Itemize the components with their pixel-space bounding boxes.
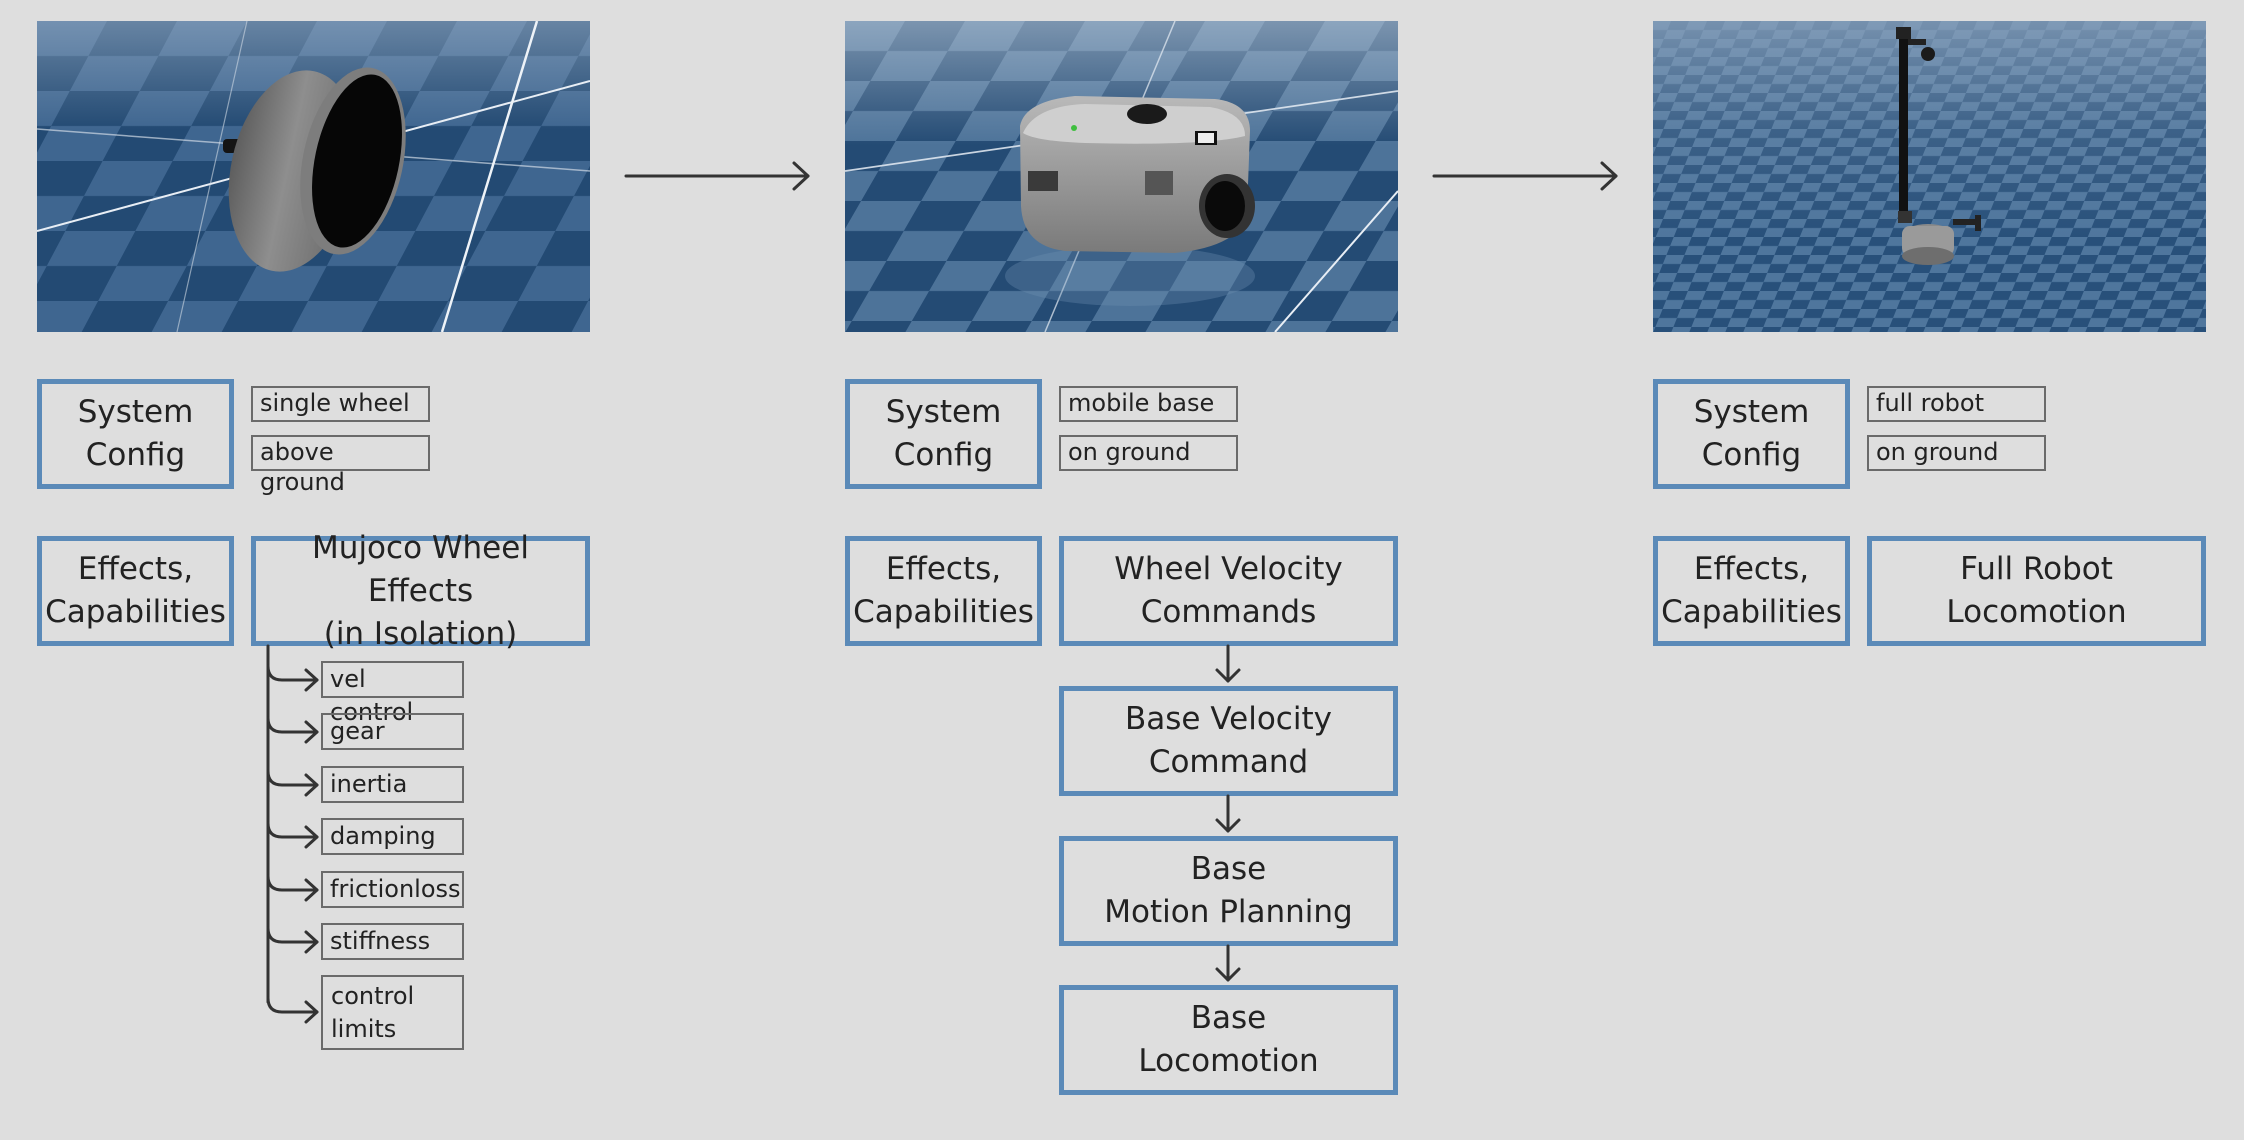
full-robot-locomotion-box: Full Robot Locomotion	[1867, 536, 2206, 646]
effects-capabilities-label: Effects, Capabilities	[37, 536, 234, 646]
config-tag-full-robot: full robot	[1867, 386, 2046, 422]
effects-capabilities-label: Effects, Capabilities	[845, 536, 1042, 646]
mobile-base-scene-image	[845, 21, 1398, 332]
config-tag-on-ground: on ground	[1867, 435, 2046, 471]
wheel-scene-image	[37, 21, 590, 332]
full-robot-scene-image	[1653, 21, 2206, 332]
system-config-label: System Config	[1653, 379, 1850, 489]
base-locomotion-box: Base Locomotion	[1059, 985, 1398, 1095]
config-tag-on-ground: on ground	[1059, 435, 1238, 471]
wheel-effects-tree	[266, 644, 319, 1024]
arrow-base-to-robot	[1432, 161, 1618, 191]
config-tag-mobile-base: mobile base	[1059, 386, 1238, 422]
base-motion-planning-box: Base Motion Planning	[1059, 836, 1398, 946]
system-config-label: System Config	[37, 379, 234, 489]
sub-item-gear: gear	[321, 713, 464, 750]
sub-item-control-limits: control limits	[321, 975, 464, 1050]
sub-item-damping: damping	[321, 818, 464, 855]
config-tag-above-ground: above ground	[251, 435, 430, 496]
config-tag-single-wheel: single wheel	[251, 386, 430, 422]
sub-item-vel-control: vel control	[321, 661, 464, 726]
mujoco-wheel-effects-box: Mujoco Wheel Effects (in Isolation)	[251, 530, 590, 652]
effects-capabilities-label: Effects, Capabilities	[1653, 536, 1850, 646]
arrow-wheel-to-base	[624, 161, 810, 191]
base-velocity-command-box: Base Velocity Command	[1059, 686, 1398, 796]
sub-item-stiffness: stiffness	[321, 923, 464, 960]
sub-item-inertia: inertia	[321, 766, 464, 803]
system-config-label: System Config	[845, 379, 1042, 489]
wheel-velocity-commands-box: Wheel Velocity Commands	[1059, 536, 1398, 646]
sub-item-frictionloss: frictionloss	[321, 871, 464, 908]
